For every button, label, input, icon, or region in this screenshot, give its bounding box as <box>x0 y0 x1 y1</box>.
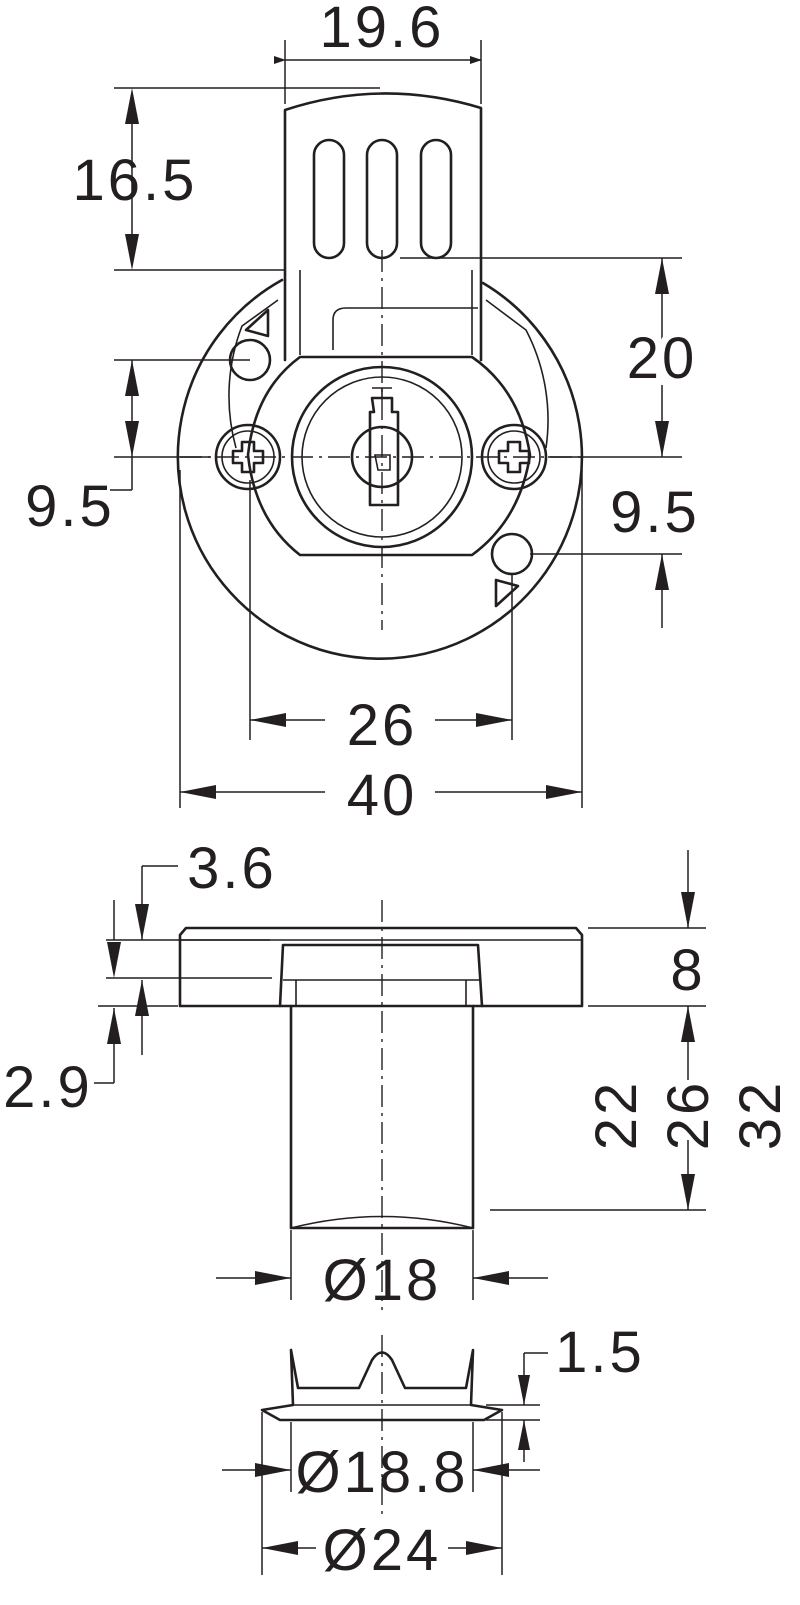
marker-triangle-right <box>494 578 520 608</box>
lock-body-inner-arc-left <box>228 299 279 449</box>
top-view: 19.6 16.5 20 9.5 9.5 26 <box>25 0 701 828</box>
mount-hole-lower-right <box>490 532 534 576</box>
side-view: 3.6 2.9 8 22 26 32 Ø18 <box>3 836 793 1313</box>
dim-cylinder-diameter: Ø18 <box>323 1248 442 1313</box>
bolt-slot-right <box>419 138 453 260</box>
flange <box>178 926 584 1008</box>
bolt-slot-left <box>312 138 346 260</box>
dim-flange-thickness: 8 <box>670 938 705 1003</box>
bolt-tongue <box>283 92 483 362</box>
retaining-ring <box>260 1348 504 1422</box>
dim-body-length: 22 <box>584 1080 649 1151</box>
dim-screw-spacing: 26 <box>347 693 418 758</box>
dim-ring-inner-diameter: Ø18.8 <box>296 1440 469 1505</box>
dim-tongue-height: 16.5 <box>73 148 198 213</box>
dim-hole-offset-right: 9.5 <box>610 480 700 545</box>
dim-ring-thickness: 1.5 <box>555 1320 645 1385</box>
dim-plate-step: 3.6 <box>187 836 277 901</box>
dim-tongue-width: 19.6 <box>320 0 445 60</box>
dim-ring-outer-diameter: Ø24 <box>323 1518 442 1583</box>
dim-hole-offset-left: 9.5 <box>25 474 115 539</box>
dim-length-26: 26 <box>656 1080 721 1151</box>
front-plate-side <box>278 943 484 1008</box>
dim-overall-length: 32 <box>728 1080 793 1151</box>
front-plate <box>246 355 532 557</box>
dim-vertical-offset: 20 <box>627 326 698 391</box>
cylinder-body <box>289 1004 475 1230</box>
dim-plate-lip: 2.9 <box>3 1055 93 1120</box>
ring-view: 1.5 Ø18.8 Ø24 <box>222 1320 645 1583</box>
marker-triangle-left <box>244 308 270 338</box>
lock-body-outline <box>176 278 584 660</box>
dim-overall-diameter: 40 <box>347 763 418 828</box>
lock-body-inner-arc-right <box>485 299 549 449</box>
bolt-slot-middle <box>365 138 399 260</box>
